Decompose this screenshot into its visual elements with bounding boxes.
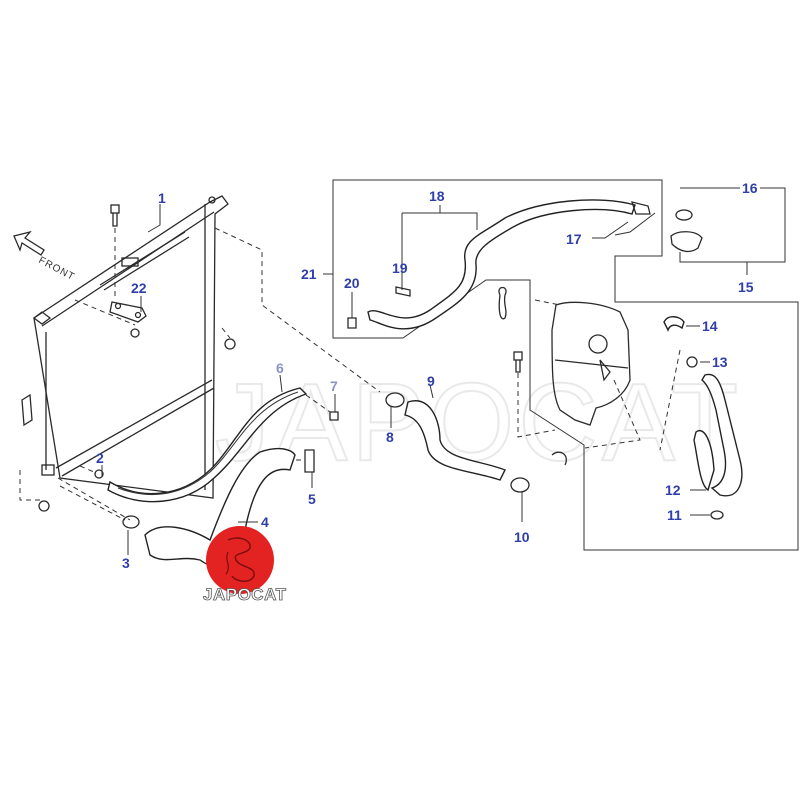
hose-end-part-17[interactable]	[631, 201, 651, 215]
callout-20[interactable]: 20	[344, 275, 360, 291]
lower-hose-part-4[interactable]	[144, 447, 296, 567]
coolant-reservoir-tank[interactable]	[551, 301, 631, 426]
hose-part-6[interactable]	[107, 387, 308, 503]
clip-part-2[interactable]	[94, 469, 104, 479]
callout-17[interactable]: 17	[566, 231, 582, 247]
callout-9[interactable]: 9	[427, 373, 435, 389]
overflow-hose-part-14[interactable]	[663, 316, 685, 332]
upper-hose-part-9[interactable]	[404, 400, 506, 481]
o-ring-part-16[interactable]	[675, 209, 693, 221]
callout-7[interactable]: 7	[330, 378, 338, 394]
hose-clip-part-5[interactable]	[304, 449, 315, 473]
callout-12[interactable]: 12	[665, 482, 681, 498]
callout-10[interactable]: 10	[514, 529, 530, 545]
wire-ring-icon	[498, 286, 507, 320]
reservoir-hose-part-12[interactable]	[693, 373, 743, 497]
bolt-icon	[513, 351, 523, 373]
clip-part-19[interactable]	[395, 286, 411, 297]
callout-19[interactable]: 19	[392, 260, 408, 276]
callout-4[interactable]: 4	[261, 514, 269, 530]
hose-clamp-part-11[interactable]	[710, 510, 724, 520]
callout-6[interactable]: 6	[276, 360, 284, 376]
callout-16[interactable]: 16	[742, 180, 758, 196]
callout-8[interactable]: 8	[386, 429, 394, 445]
callout-3[interactable]: 3	[122, 555, 130, 571]
callout-5[interactable]: 5	[308, 491, 316, 507]
callout-14[interactable]: 14	[702, 318, 718, 334]
grommet-part-13[interactable]	[686, 356, 698, 368]
tank-bracket-icon	[551, 451, 567, 466]
front-arrow-icon	[13, 230, 45, 256]
callout-1[interactable]: 1	[158, 190, 166, 206]
callout-18[interactable]: 18	[429, 188, 445, 204]
radiator-part-1[interactable]	[21, 195, 236, 512]
hose-clamp-part-3[interactable]	[122, 515, 140, 545]
hose-clamp-part-8[interactable]	[385, 392, 405, 408]
callout-21[interactable]: 21	[301, 266, 317, 282]
clip-part-20[interactable]	[347, 317, 357, 329]
callout-13[interactable]: 13	[712, 354, 728, 370]
bypass-hose-part-18[interactable]	[367, 199, 636, 330]
callout-22[interactable]: 22	[131, 280, 147, 296]
bolt-icon	[110, 204, 120, 227]
reservoir-cap-part-15[interactable]	[670, 231, 703, 253]
callout-2[interactable]: 2	[96, 450, 104, 466]
hose-clamp-part-10[interactable]	[510, 477, 530, 493]
japocat-logo: JAPOCAT	[203, 526, 287, 604]
bracket-part-22[interactable]	[109, 301, 147, 338]
callout-11[interactable]: 11	[667, 507, 682, 523]
front-direction-label: FRONT	[37, 255, 77, 283]
callout-15[interactable]: 15	[738, 279, 754, 295]
logo-text: JAPOCAT	[203, 585, 287, 604]
